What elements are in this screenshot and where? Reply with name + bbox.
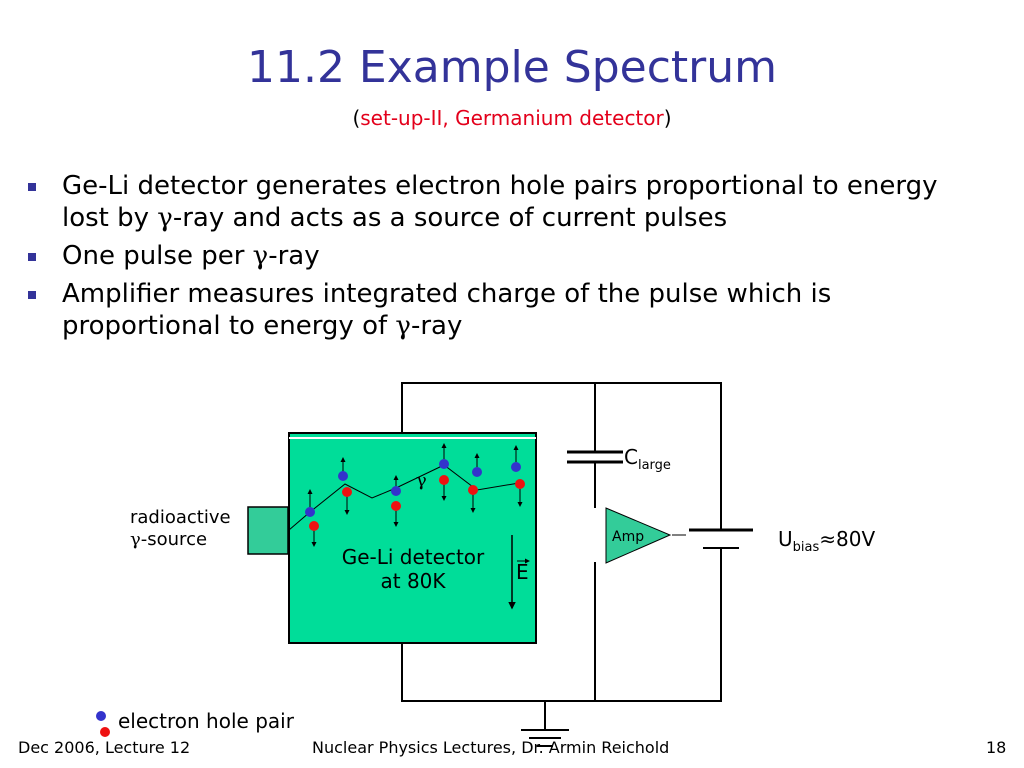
- footer-center: Nuclear Physics Lectures, Dr. Armin Reic…: [312, 738, 670, 757]
- bullet-text: Ge-Li detector generates electron hole p…: [62, 171, 938, 233]
- carrier-arrows: [307, 443, 523, 547]
- electron-dot: [511, 462, 521, 472]
- bullet-square-icon: [28, 253, 36, 261]
- electron-dot: [338, 471, 348, 481]
- gamma-symbol: γ: [130, 529, 141, 550]
- subtitle-highlight: set-up-II, Germanium detector: [360, 106, 664, 130]
- electron-dot: [391, 486, 401, 496]
- field-label: E: [516, 560, 529, 584]
- bias-label-main: U: [778, 527, 793, 551]
- detector-label-line1: Ge-Li detector: [341, 545, 485, 569]
- electron-dots: [305, 459, 521, 517]
- amp-label: Amp: [612, 529, 645, 545]
- source-label-line1: radioactive: [130, 507, 231, 528]
- legend-hole-dot: [100, 727, 110, 737]
- bias-label: Ubias≈80V: [778, 528, 875, 559]
- footer-left: Dec 2006, Lecture 12: [18, 738, 191, 757]
- subtitle-open: (: [352, 106, 361, 130]
- bullet-item: One pulse per γ-ray: [28, 240, 988, 272]
- circuit-wires: [401, 382, 722, 730]
- electron-dot: [472, 467, 482, 477]
- ground-symbol: [521, 729, 569, 747]
- bullet-square-icon: [28, 183, 36, 191]
- gamma-symbol: γ: [252, 241, 269, 271]
- hole-dot: [342, 487, 352, 497]
- source-label-line2: -source: [140, 529, 208, 550]
- subtitle-close: ): [663, 106, 672, 130]
- hole-dot: [439, 475, 449, 485]
- hole-dots: [309, 475, 525, 531]
- detector-label-line2: at 80K: [380, 569, 446, 593]
- electron-dot: [439, 459, 449, 469]
- bullet-list: Ge-Li detector generates electron hole p…: [28, 170, 988, 348]
- legend-label: electron hole pair: [118, 709, 294, 733]
- hole-dot: [515, 479, 525, 489]
- gamma-ray-label: γ: [416, 470, 427, 491]
- bullet-text: -ray: [268, 241, 320, 271]
- bullet-text: One pulse per: [62, 241, 253, 271]
- bullet-text: -ray and acts as a source of current pul…: [172, 203, 728, 233]
- gamma-symbol: γ: [157, 203, 173, 233]
- detector-block: [288, 432, 537, 644]
- capacitor-label: Clarge: [624, 446, 671, 477]
- capacitor-label-sub: large: [637, 458, 671, 473]
- legend-electron-dot: [96, 711, 106, 721]
- bullet-square-icon: [28, 291, 36, 299]
- bullet-item: Amplifier measures integrated charge of …: [28, 278, 988, 342]
- gamma-symbol: γ: [395, 311, 411, 341]
- slide-title: 11.2 Example Spectrum: [246, 42, 778, 93]
- capacitor-label-main: C: [624, 445, 638, 469]
- radioactive-source: [247, 506, 289, 555]
- amplifier-triangle: [605, 507, 672, 564]
- hole-dot: [391, 501, 401, 511]
- hole-dot: [309, 521, 319, 531]
- bias-label-sub: bias: [792, 540, 820, 555]
- bullet-text: -ray: [410, 311, 463, 341]
- electron-dot: [305, 507, 315, 517]
- footer-page-number: 18: [986, 738, 1007, 757]
- hole-dot: [468, 485, 478, 495]
- bullet-item: Ge-Li detector generates electron hole p…: [28, 170, 988, 234]
- bias-label-value: ≈80V: [819, 527, 876, 551]
- bullet-text: Amplifier measures integrated charge of …: [62, 279, 832, 341]
- slide-subtitle: (set-up-II, Germanium detector): [0, 106, 1024, 130]
